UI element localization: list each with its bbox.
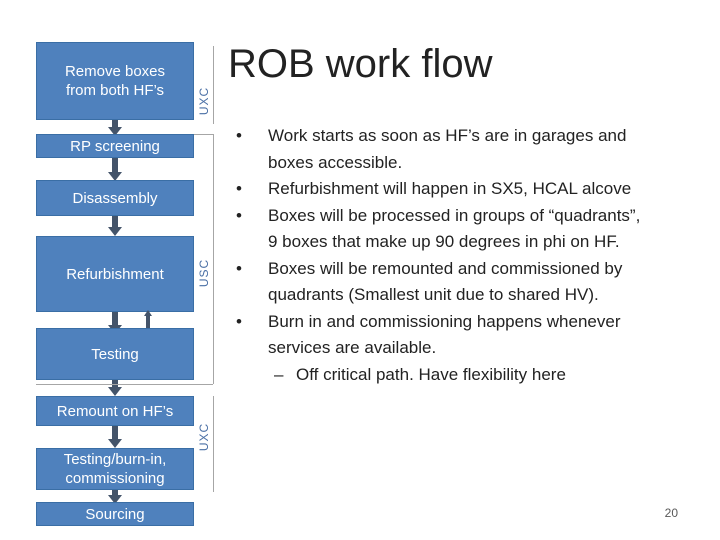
page-number: 20	[664, 506, 678, 520]
bullet-item: •Refurbishment will happen in SX5, HCAL …	[236, 179, 632, 198]
arrow-down-icon	[108, 158, 122, 181]
flow-step-remove-boxes: Remove boxes from both HF’s	[36, 42, 194, 120]
bracket-label-uxc-top: UXC	[197, 86, 211, 116]
bullet-item: quadrants (Smallest unit due to shared H…	[268, 285, 599, 304]
flow-step-refurbishment: Refurbishment	[36, 236, 194, 312]
slide-title: ROB work flow	[228, 42, 493, 86]
flow-step-disassembly: Disassembly	[36, 180, 194, 216]
bracket-label-uxc-bottom: UXC	[197, 422, 211, 452]
bullet-item: services are available.	[268, 338, 437, 357]
bracket-line-uxc-top	[213, 46, 214, 124]
bullet-item: •Boxes will be remounted and commissione…	[236, 258, 623, 278]
flow-step-remount: Remount on HF’s	[36, 396, 194, 426]
bullet-item: •Boxes will be processed in groups of “q…	[236, 205, 641, 225]
bullet-item: •Work starts as soon as HF’s are in gara…	[236, 126, 627, 145]
bullet-item: boxes accessible.	[268, 152, 403, 172]
flow-step-testing-burn-in: Testing/burn-in, commissioning	[36, 448, 194, 490]
flow-step-rp-screening: RP screening	[36, 134, 194, 158]
bullet-list: •Work starts as soon as HF’s are in gara…	[236, 123, 676, 388]
flow-step-sourcing: Sourcing	[36, 502, 194, 526]
arrow-down-icon	[108, 216, 122, 236]
bracket-line-uxc-bottom	[213, 396, 214, 492]
bracket-label-usc: USC	[197, 258, 211, 288]
bracket-tick	[194, 134, 213, 135]
flow-step-testing: Testing	[36, 328, 194, 380]
bracket-tick	[36, 384, 213, 385]
arrow-down-icon	[108, 312, 122, 334]
bracket-line-usc	[213, 134, 214, 384]
arrow-down-icon	[108, 490, 122, 504]
sub-bullet-item: –Off critical path. Have flexibility her…	[274, 364, 566, 384]
arrow-down-icon	[108, 120, 122, 136]
bullet-item: •Burn in and commissioning happens whene…	[236, 311, 621, 331]
arrow-down-icon	[108, 426, 122, 448]
bullet-item: 9 boxes that make up 90 degrees in phi o…	[268, 232, 620, 251]
arrow-up-icon	[144, 310, 152, 328]
